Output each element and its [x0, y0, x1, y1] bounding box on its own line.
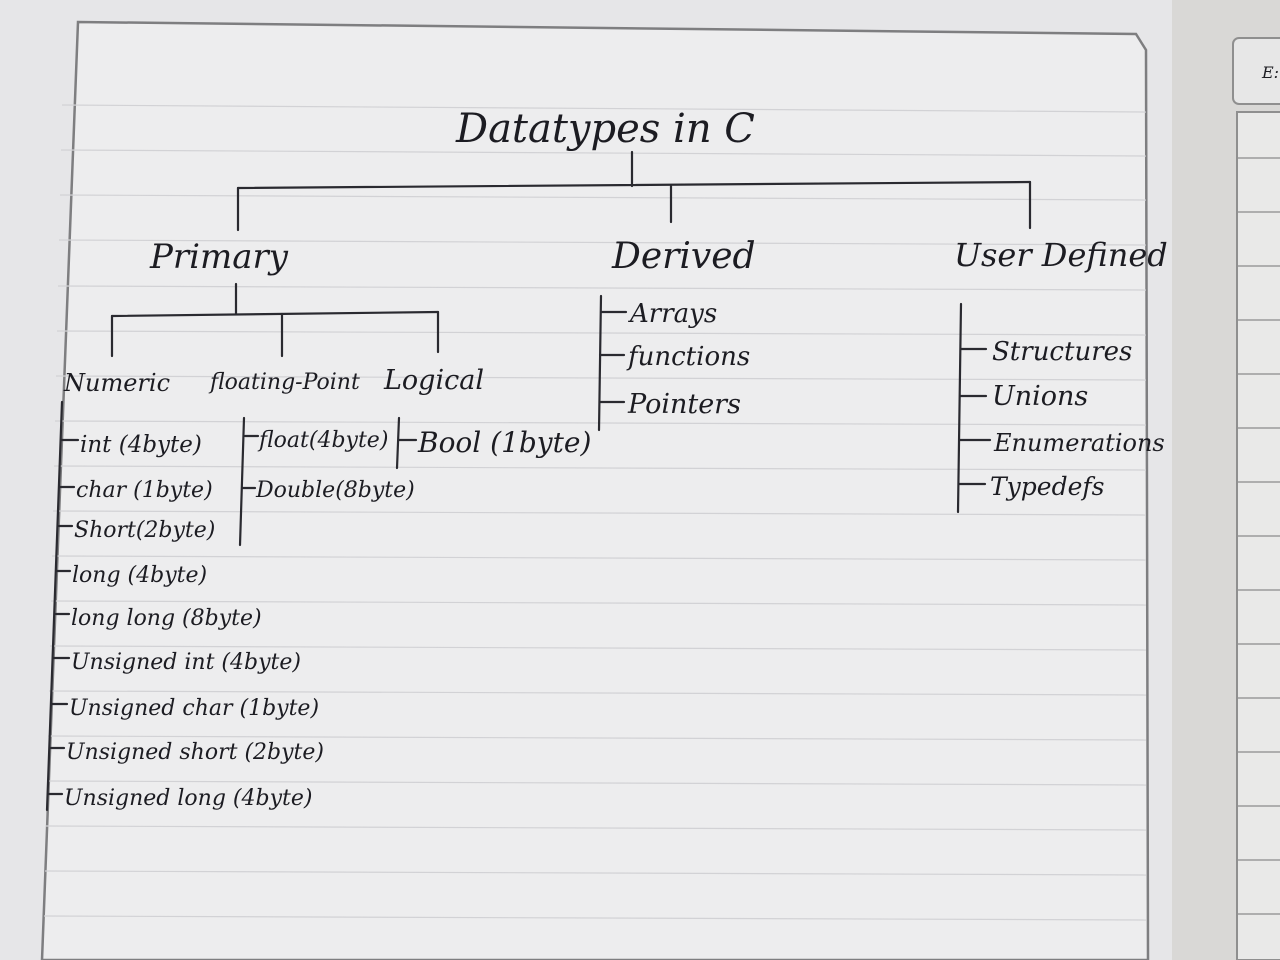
primary-label: Primary	[149, 237, 289, 277]
user-defined-item: Enumerations	[993, 429, 1165, 457]
floating-item: Double(8byte)	[255, 478, 415, 503]
corner-text: E:	[1261, 63, 1279, 82]
user-defined-label: User Defined	[954, 236, 1168, 274]
numeric-item: Unsigned short (2byte)	[66, 740, 324, 765]
notebook-page	[0, 0, 1172, 960]
user-defined-item: Unions	[992, 381, 1088, 412]
numeric-item: long long (8byte)	[71, 606, 262, 631]
numeric-item: Short(2byte)	[74, 518, 215, 543]
tree-connectors	[45, 150, 1032, 812]
root-label: Datatypes in C	[455, 106, 755, 152]
user-defined-item: Typedefs	[990, 472, 1104, 501]
logical-label: Logical	[383, 365, 484, 396]
ruled-lines	[43, 104, 1147, 921]
numeric-item: Unsigned long (4byte)	[64, 786, 312, 811]
logical-item: Bool (1byte)	[417, 426, 591, 459]
floating-point-label: floating-Point	[208, 370, 360, 395]
numeric-item: char (1byte)	[76, 478, 213, 503]
floating-item: float(4byte)	[257, 428, 388, 453]
user-defined-item: Structures	[992, 337, 1132, 367]
derived-item: functions	[626, 342, 750, 372]
numeric-item: Unsigned char (1byte)	[69, 696, 319, 721]
diagram-text: Datatypes in C Primary Derived User Defi…	[63, 106, 1168, 811]
next-page: E:	[1168, 0, 1280, 960]
numeric-label: Numeric	[63, 369, 170, 397]
derived-label: Derived	[611, 236, 756, 277]
numeric-item: int (4byte)	[80, 432, 202, 458]
numeric-item: long (4byte)	[72, 563, 207, 588]
derived-item: Pointers	[627, 389, 741, 420]
derived-item: Arrays	[628, 299, 717, 329]
numeric-item: Unsigned int (4byte)	[71, 650, 301, 675]
